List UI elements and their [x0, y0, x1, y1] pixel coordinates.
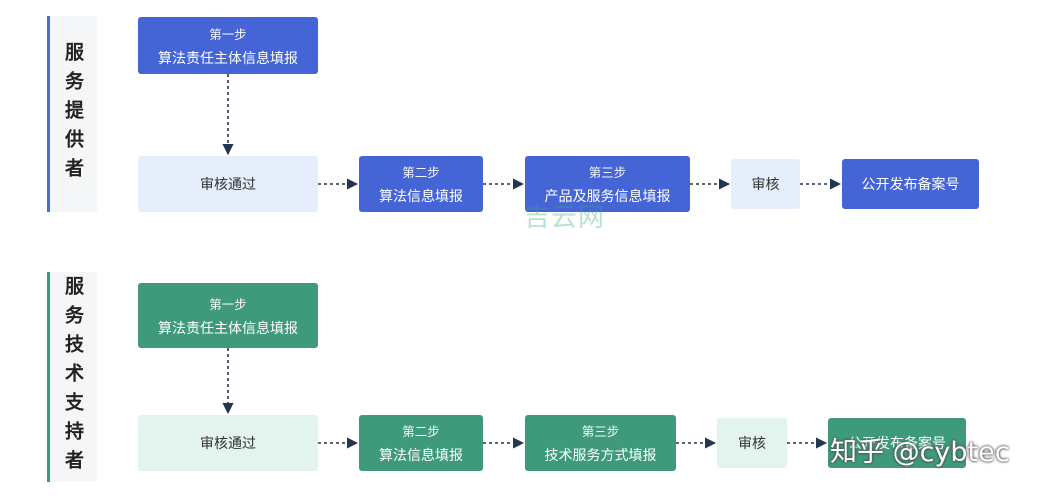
provider-publish-label: 公开发布备案号: [861, 177, 960, 193]
provider-review-pass-label: 审核通过: [200, 177, 256, 193]
supporter-step1-step: 第一步: [209, 296, 247, 312]
provider-publish-box: 公开发布备案号: [842, 159, 979, 209]
supporter-step3-box: 第三步 技术服务方式填报: [525, 415, 676, 471]
supporter-step2-step: 第二步: [402, 424, 440, 439]
provider-step1-title: 算法责任主体信息填报: [158, 50, 298, 67]
role-provider-label: 服务提供者: [62, 41, 84, 187]
provider-step1-box: 第一步 算法责任主体信息填报: [138, 17, 318, 74]
role-supporter: 服务技术支持者: [47, 272, 97, 482]
supporter-step1-title: 算法责任主体信息填报: [158, 320, 298, 337]
provider-audit-label: 审核: [751, 177, 780, 193]
provider-step2-step: 第二步: [402, 165, 440, 180]
supporter-audit-label: 审核: [738, 436, 766, 452]
provider-audit-box: 审核: [731, 159, 800, 209]
center-watermark: 吉云网: [524, 203, 606, 233]
supporter-review-pass-box: 审核通过: [138, 415, 318, 471]
supporter-publish-label: 公开发布备案号: [848, 436, 946, 452]
supporter-step1-box: 第一步 算法责任主体信息填报: [138, 283, 318, 348]
provider-step3-step: 第三步: [588, 165, 627, 180]
supporter-step3-title: 技术服务方式填报: [544, 448, 657, 464]
provider-step3-box: 第三步 产品及服务信息填报: [525, 156, 690, 212]
zhihu-watermark: 知乎 @cybtec: [830, 437, 1010, 468]
supporter-audit-box: 审核: [717, 418, 787, 468]
provider-step3-title: 产品及服务信息填报: [544, 189, 671, 205]
supporter-publish-box: 公开发布备案号: [828, 418, 966, 468]
supporter-step2-title: 算法信息填报: [379, 448, 463, 464]
provider-review-pass-box: 审核通过: [138, 156, 318, 212]
supporter-step2-box: 第二步 算法信息填报: [359, 415, 483, 471]
provider-step1-step: 第一步: [209, 26, 247, 42]
provider-step2-title: 算法信息填报: [379, 189, 463, 205]
role-supporter-label: 服务技术支持者: [62, 275, 84, 479]
role-provider: 服务提供者: [47, 16, 97, 212]
supporter-review-pass-label: 审核通过: [200, 436, 256, 452]
provider-step2-box: 第二步 算法信息填报: [359, 156, 483, 212]
supporter-step3-step: 第三步: [581, 424, 620, 439]
